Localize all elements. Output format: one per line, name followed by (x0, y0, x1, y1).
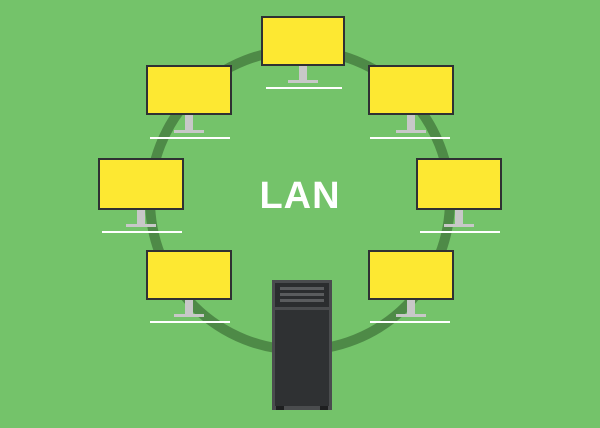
server-drive-bay (280, 293, 324, 296)
monitor-stand (299, 66, 307, 80)
desk-line (370, 137, 450, 139)
monitor-screen (148, 252, 230, 298)
monitor-screen (263, 18, 343, 64)
monitor-base (288, 80, 318, 83)
monitor-middle-right (416, 158, 502, 233)
monitor-stand (455, 210, 463, 224)
monitor-upper-right (368, 65, 454, 139)
desk-line (150, 321, 230, 323)
monitor-stand (407, 115, 415, 130)
desk-line (150, 137, 230, 139)
server-foot (320, 406, 328, 410)
monitor-screen (100, 160, 182, 208)
monitor-screen (418, 160, 500, 208)
desk-line (266, 87, 342, 89)
monitor-base (444, 224, 474, 227)
monitor-lower-left (146, 250, 232, 323)
server-foot (276, 406, 284, 410)
desk-line (420, 231, 500, 233)
monitor-stand (185, 300, 193, 314)
monitor-screen (370, 252, 452, 298)
monitor-lower-right (368, 250, 454, 323)
monitor-middle-left (98, 158, 184, 233)
monitor-stand (137, 210, 145, 224)
monitor-top (261, 16, 345, 89)
monitor-screen (370, 67, 452, 113)
server-drive-bay (280, 287, 324, 290)
monitor-base (174, 314, 204, 317)
desk-line (370, 321, 450, 323)
monitor-stand (185, 115, 193, 130)
monitor-upper-left (146, 65, 232, 139)
monitor-stand (407, 300, 415, 314)
server-front-panel (275, 310, 329, 406)
monitor-base (396, 314, 426, 317)
monitor-base (126, 224, 156, 227)
server-drive-bay (280, 299, 324, 302)
monitor-screen (148, 67, 230, 113)
desk-line (102, 231, 182, 233)
lan-label: LAN (259, 175, 341, 217)
server-tower (272, 280, 332, 410)
monitor-base (174, 130, 204, 133)
monitor-base (396, 130, 426, 133)
